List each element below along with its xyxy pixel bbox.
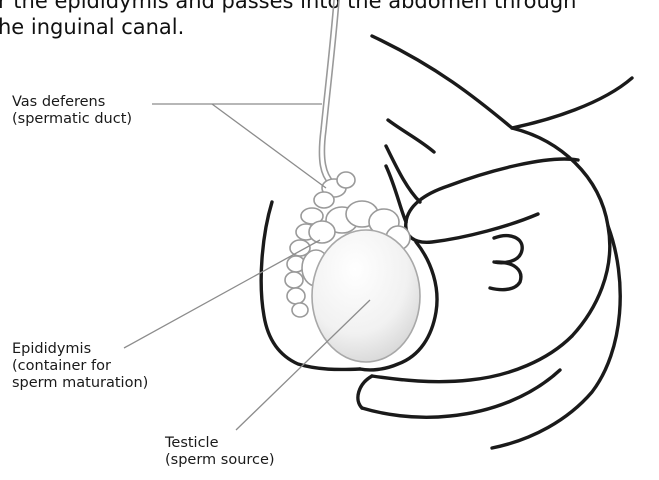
vas-deferens-structure xyxy=(319,0,339,184)
palm-crease xyxy=(388,120,434,152)
knuckle-bump-2 xyxy=(490,262,521,290)
thumb-outer-edge xyxy=(406,159,578,242)
hand-right-edge xyxy=(492,226,620,448)
label-testicle-subtitle: (sperm source) xyxy=(165,452,275,469)
label-epididymis-subtitle-2: sperm maturation) xyxy=(12,375,148,392)
testicle-shape xyxy=(312,230,420,362)
label-testicle: Testicle (sperm source) xyxy=(165,435,275,469)
label-epididymis-subtitle-1: (container for xyxy=(12,358,148,375)
leader-line-vas-diagonal xyxy=(212,104,326,188)
lower-finger-3 xyxy=(358,376,372,408)
palm-upper-arc xyxy=(372,36,512,128)
knuckle-bump-1 xyxy=(494,236,522,263)
label-testicle-title: Testicle xyxy=(165,435,275,452)
knuckle-curve xyxy=(512,78,632,128)
label-vas-deferens-title: Vas deferens xyxy=(12,94,132,111)
label-epididymis: Epididymis (container for sperm maturati… xyxy=(12,341,148,392)
label-vas-deferens: Vas deferens (spermatic duct) xyxy=(12,94,132,128)
label-epididymis-title: Epididymis xyxy=(12,341,148,358)
leader-line-testicle xyxy=(236,300,370,430)
label-vas-deferens-subtitle: (spermatic duct) xyxy=(12,111,132,128)
